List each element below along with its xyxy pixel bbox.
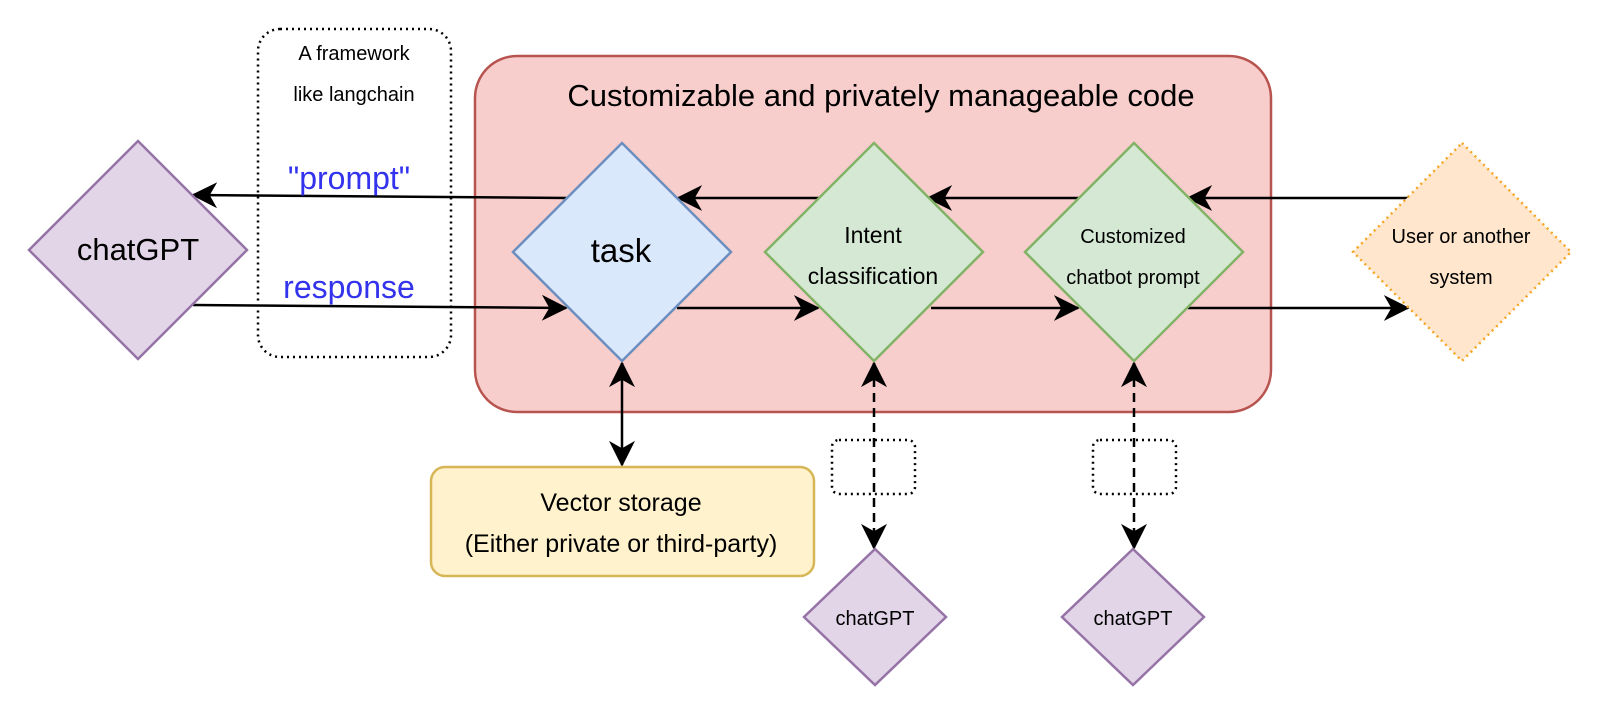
node-vector-storage	[429, 465, 816, 578]
node-chatgpt-intent-label: chatGPT	[836, 608, 915, 630]
node-chatgpt-intent	[802, 547, 948, 687]
node-intent-label-line1: Intent	[844, 222, 902, 248]
framework-label-line1: A framework	[298, 43, 410, 65]
edge-task-to-chatgpt	[191, 182, 569, 209]
node-vector-label-line2: (Either private or third-party)	[465, 530, 778, 558]
edge-chatgpt-to-task	[192, 294, 568, 321]
node-intent-label-line2: classification	[808, 263, 938, 289]
node-chatgpt-main-label: chatGPT	[77, 232, 199, 267]
node-customized-chatbot-prompt	[1023, 141, 1245, 363]
node-user-label-line2: system	[1429, 267, 1492, 289]
edge-label-response: response	[283, 269, 415, 305]
framework-label-line2: like langchain	[293, 84, 414, 106]
region-title: Customizable and privately manageable co…	[567, 78, 1194, 113]
node-intent-classification	[763, 141, 985, 363]
node-user-or-system	[1351, 141, 1573, 363]
node-chatgpt-main	[27, 139, 249, 361]
node-customized-label-line1: Customized	[1080, 226, 1186, 248]
node-customized-label-line2: chatbot prompt	[1066, 267, 1200, 289]
node-chatgpt-custom	[1060, 547, 1206, 687]
node-user-label-line1: User or another	[1392, 226, 1531, 248]
node-vector-label-line1: Vector storage	[540, 489, 701, 517]
node-task-label: task	[591, 232, 652, 269]
framework-box	[256, 27, 453, 359]
node-task	[511, 141, 733, 363]
edge-label-prompt: "prompt"	[288, 160, 410, 196]
node-chatgpt-custom-label: chatGPT	[1094, 608, 1173, 630]
